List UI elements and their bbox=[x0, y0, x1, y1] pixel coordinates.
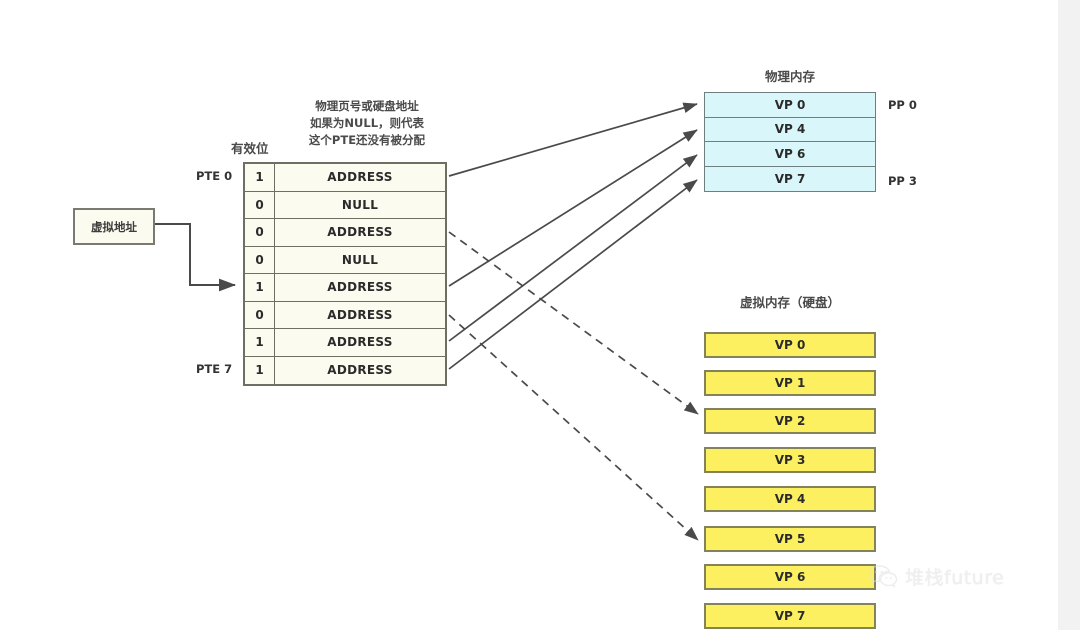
list-item[interactable]: VP 6 bbox=[704, 564, 876, 590]
wire-pte4-to-vp4 bbox=[448, 129, 698, 287]
pte-address-value: NULL bbox=[341, 252, 379, 267]
wire-pte5-to-disk-vp5 bbox=[448, 314, 699, 541]
pte-valid-bit: 1 bbox=[245, 274, 275, 301]
virtual-address-box: 虚拟地址 bbox=[73, 208, 155, 245]
virtual-address-label: 虚拟地址 bbox=[91, 219, 137, 234]
list-item[interactable]: VP 2 bbox=[704, 408, 876, 434]
pte-address-value: NULL bbox=[341, 197, 379, 212]
table-row[interactable]: 0 NULL bbox=[245, 191, 445, 219]
list-item[interactable]: VP 1 bbox=[704, 370, 876, 396]
right-edge-strip bbox=[1058, 0, 1080, 630]
table-row[interactable]: 1 ADDRESS bbox=[245, 164, 445, 192]
pte-address-value: ADDRESS bbox=[327, 307, 393, 322]
list-item[interactable]: VP 7 bbox=[704, 603, 876, 629]
pte-address-value: ADDRESS bbox=[327, 280, 393, 295]
address-caption-line-3: 这个PTE还没有被分配 bbox=[308, 133, 426, 147]
list-item[interactable]: VP 6 bbox=[705, 142, 875, 167]
table-row[interactable]: 0 NULL bbox=[245, 246, 445, 274]
page-table: 1 ADDRESS 0 NULL 0 ADDRESS 0 NULL 1 ADDR… bbox=[243, 162, 447, 386]
list-item[interactable]: VP 4 bbox=[704, 486, 876, 512]
address-caption-line-2: 如果为NULL，则代表 bbox=[309, 116, 425, 130]
pte-address-value: ADDRESS bbox=[327, 363, 393, 378]
wechat-icon bbox=[868, 564, 898, 588]
table-row[interactable]: 1 ADDRESS bbox=[245, 274, 445, 302]
physical-memory-stack: VP 0 VP 4 VP 6 VP 7 bbox=[704, 92, 876, 192]
wire-pte7-to-vp7 bbox=[448, 179, 698, 370]
physical-frame-first-label: PP 0 bbox=[888, 98, 917, 112]
disk-memory-title: 虚拟内存（硬盘） bbox=[739, 295, 840, 310]
table-row[interactable]: 0 ADDRESS bbox=[245, 219, 445, 247]
wire-virtual-address-to-pte4 bbox=[151, 223, 236, 292]
address-field-caption: 物理页号或硬盘地址 如果为NULL，则代表 这个PTE还没有被分配 bbox=[287, 98, 447, 149]
watermark: 堆栈future bbox=[868, 563, 1004, 590]
pte-address-value: ADDRESS bbox=[327, 225, 393, 240]
physical-frame-last-label: PP 3 bbox=[888, 174, 917, 188]
wire-pte6-to-vp6 bbox=[448, 154, 698, 342]
pte-valid-bit: 1 bbox=[245, 164, 275, 191]
wire-pte0-to-pp0 bbox=[448, 102, 698, 177]
pte-valid-bit: 1 bbox=[245, 329, 275, 356]
pte-last-row-label: PTE 7 bbox=[196, 362, 233, 376]
list-item[interactable]: VP 3 bbox=[704, 447, 876, 473]
pte-address-value: ADDRESS bbox=[327, 335, 393, 350]
pte-valid-bit: 0 bbox=[245, 219, 275, 246]
table-row[interactable]: 1 ADDRESS bbox=[245, 356, 445, 384]
table-row[interactable]: 0 ADDRESS bbox=[245, 301, 445, 329]
valid-bit-caption: 有效位 bbox=[231, 141, 269, 156]
physical-memory-title: 物理内存 bbox=[764, 69, 815, 84]
pte-valid-bit: 0 bbox=[245, 191, 275, 218]
pte-valid-bit: 0 bbox=[245, 246, 275, 273]
list-item[interactable]: VP 0 bbox=[705, 93, 875, 118]
pte-address-value: ADDRESS bbox=[327, 170, 393, 185]
list-item[interactable]: VP 7 bbox=[705, 166, 875, 191]
wire-pte2-to-disk-vp2 bbox=[448, 231, 699, 415]
list-item[interactable]: VP 0 bbox=[704, 332, 876, 358]
table-row[interactable]: 1 ADDRESS bbox=[245, 329, 445, 357]
pte-first-row-label: PTE 0 bbox=[196, 169, 233, 183]
list-item[interactable]: VP 5 bbox=[704, 526, 876, 552]
list-item[interactable]: VP 4 bbox=[705, 117, 875, 142]
address-caption-line-1: 物理页号或硬盘地址 bbox=[315, 99, 419, 113]
watermark-text: 堆栈future bbox=[905, 567, 1005, 589]
pte-valid-bit: 0 bbox=[245, 301, 275, 328]
pte-valid-bit: 1 bbox=[245, 356, 275, 384]
